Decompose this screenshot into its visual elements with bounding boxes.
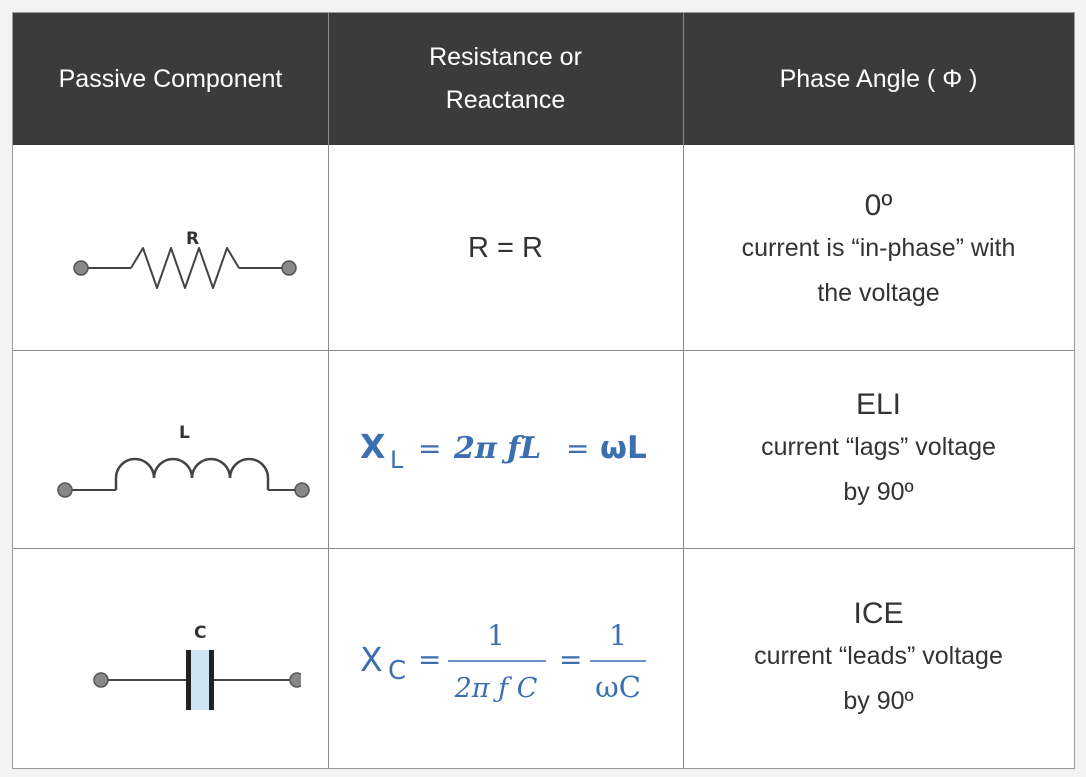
resistance-formula: R = R — [468, 231, 543, 264]
capacitive-reactance-formula: X C = 1 2π ƒ C = 1 ωC — [360, 619, 646, 704]
phase-cell-resistor: 0º current is “in-phase” with the voltag… — [683, 146, 1074, 350]
phase-description-line1: current is “in-phase” with — [741, 234, 1016, 262]
table-row-resistor-symbol-cell: R — [13, 146, 328, 350]
phase-cell-capacitor: ICE current “leads” voltage by 90º — [683, 549, 1074, 768]
resistance-formula-cell: R = R — [328, 146, 683, 350]
row-divider — [13, 350, 1074, 351]
capacitive-reactance-formula-cell: X C = 1 2π ƒ C = 1 ωC — [328, 549, 683, 768]
inductive-reactance-formula-cell: X L = 2π ƒL = ωL — [328, 351, 683, 548]
phase-title: ELI — [855, 387, 902, 421]
table-row-capacitor-symbol-cell: C — [13, 549, 328, 768]
formula-denominator: ωC — [595, 670, 641, 704]
formula-numerator: 1 — [487, 619, 505, 652]
row-divider — [13, 548, 1074, 549]
formula-middle-term: 2π ƒL — [453, 431, 541, 466]
header-passive-component: Passive Component — [58, 64, 283, 93]
formula-x: X — [360, 427, 385, 466]
formula-end-term: ωL — [600, 430, 647, 466]
phase-title: ICE — [853, 596, 904, 630]
column-divider — [683, 13, 684, 768]
component-table: Passive Component Resistance or Reactanc… — [12, 12, 1075, 769]
resistor-label: R — [186, 229, 199, 249]
phase-description-line2: by 90º — [843, 686, 914, 715]
resistor-symbol-icon: R — [72, 229, 297, 289]
header-resistance-line2: Reactance — [445, 86, 566, 114]
column-divider — [328, 13, 329, 768]
phase-cell-inductor: ELI current “lags” voltage by 90º — [683, 351, 1074, 548]
capacitor-label: C — [194, 623, 206, 643]
inductor-symbol-icon: L — [56, 423, 310, 498]
formula-x: X — [360, 640, 383, 679]
phase-title: 0º — [864, 189, 893, 222]
table-row-inductor-symbol-cell: L — [13, 351, 328, 548]
formula-equals: = — [566, 432, 589, 465]
table-header: Passive Component Resistance or Reactanc… — [13, 13, 1074, 145]
formula-equals: = — [418, 643, 441, 676]
inductor-label: L — [179, 423, 190, 443]
formula-equals: = — [418, 432, 441, 465]
phase-description-line2: by 90º — [843, 477, 914, 506]
phase-description-line1: current “lags” voltage — [761, 432, 996, 461]
formula-denominator: 2π ƒ C — [453, 673, 537, 704]
phase-description-line1: current “leads” voltage — [754, 641, 1003, 670]
formula-subscript: L — [390, 446, 404, 474]
formula-numerator: 1 — [609, 619, 627, 652]
phase-description-line2: the voltage — [817, 279, 940, 307]
header-phase-angle: Phase Angle ( Φ ) — [779, 64, 978, 93]
header-resistance-line1: Resistance or — [429, 43, 582, 71]
capacitor-symbol-icon: C — [92, 623, 301, 710]
formula-subscript: C — [388, 656, 406, 686]
header-resistance-reactance: Resistance or Reactance — [328, 13, 683, 145]
inductive-reactance-formula: X L = 2π ƒL = ωL — [360, 427, 647, 474]
formula-equals: = — [559, 643, 582, 676]
